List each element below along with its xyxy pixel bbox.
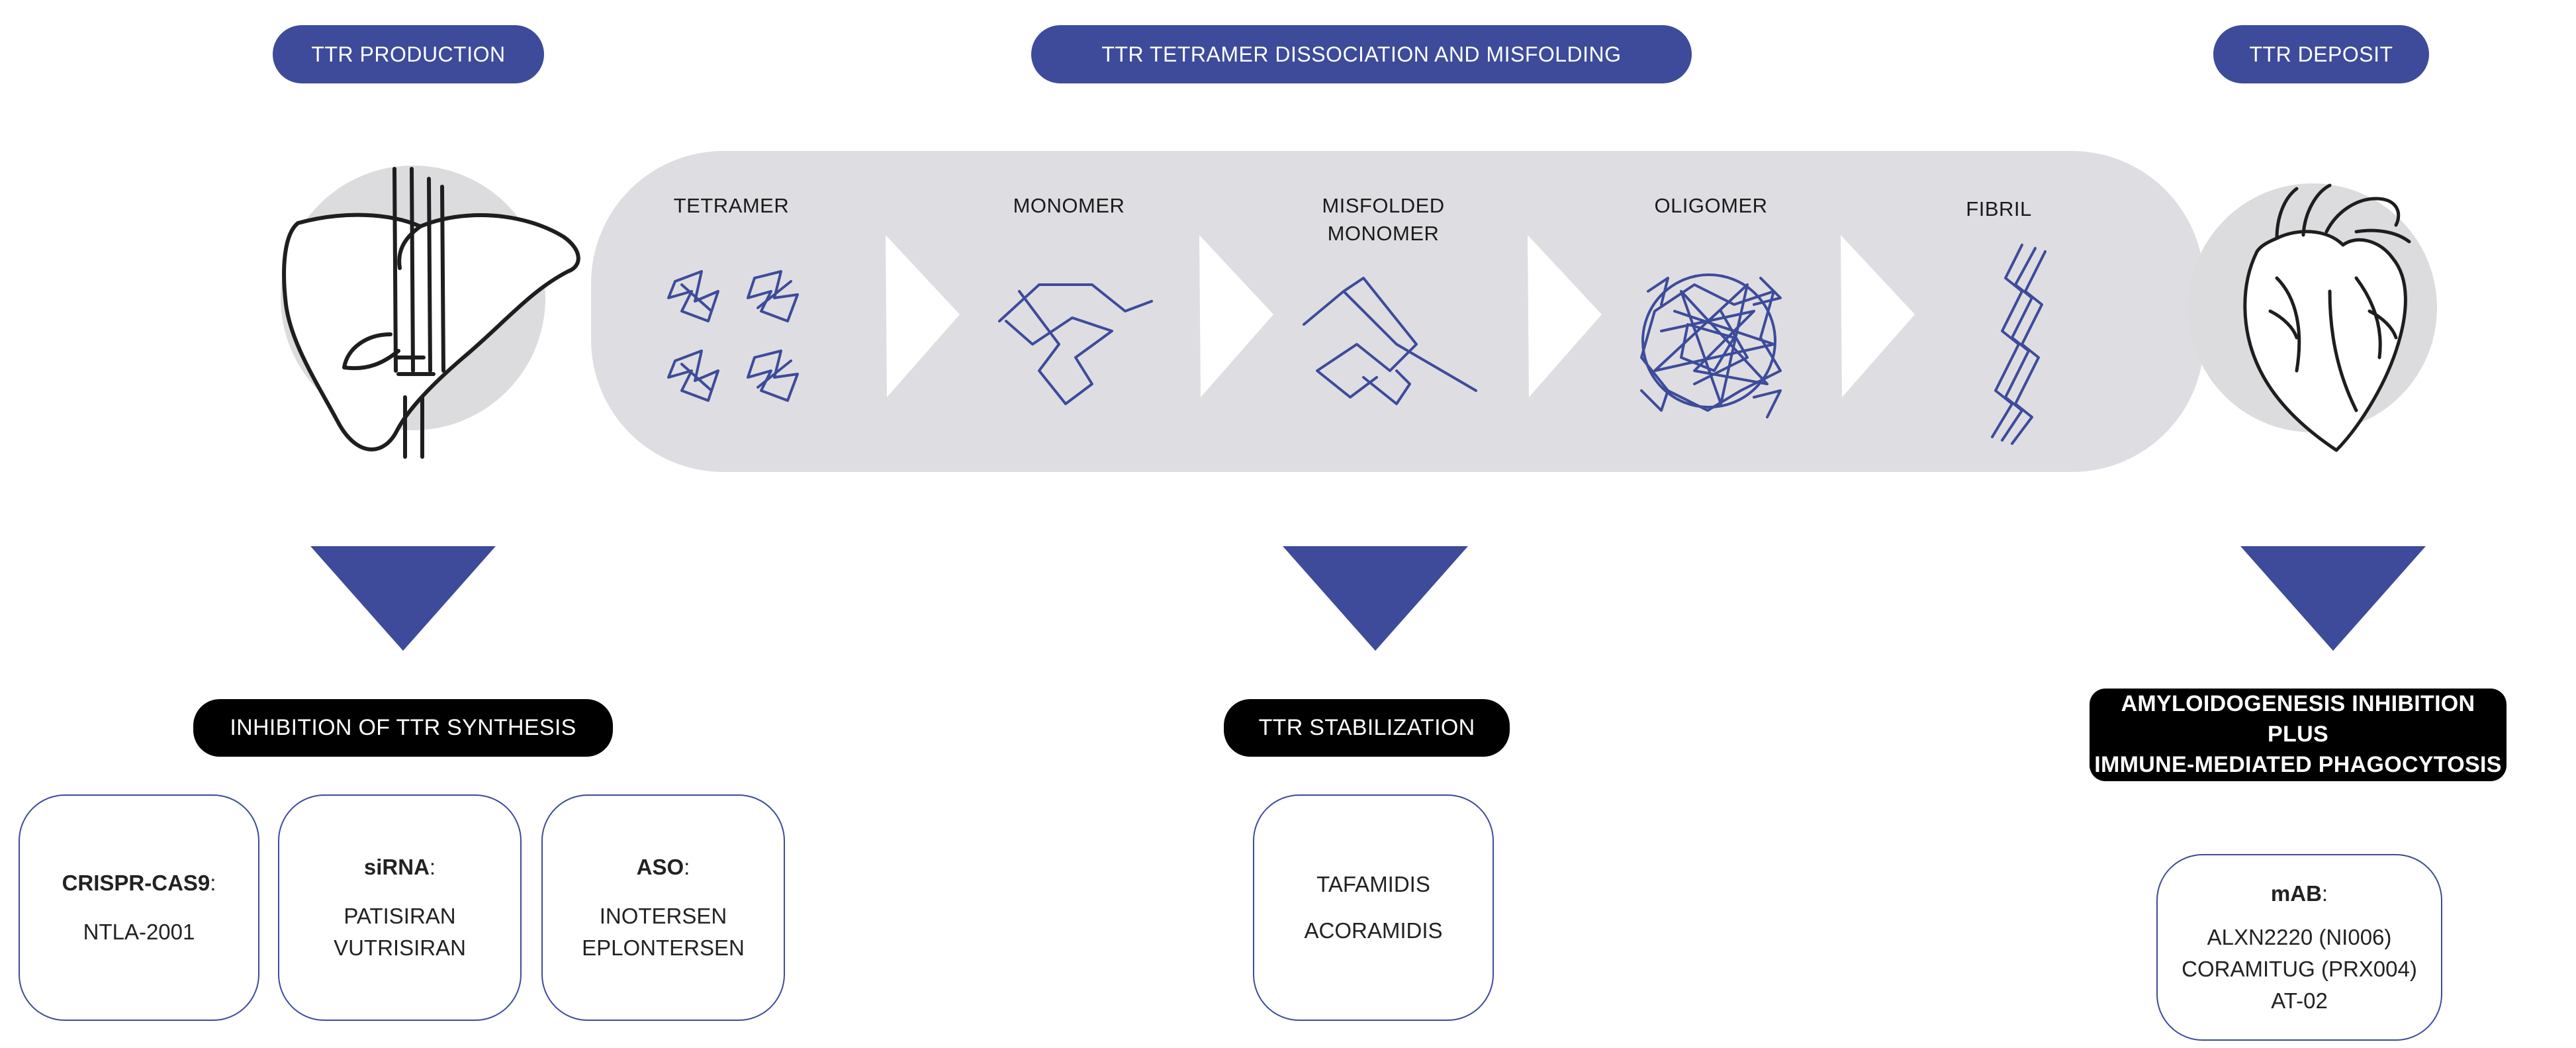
drug-class-mab: mAB: xyxy=(2270,881,2328,906)
stage-label-misfolded-monomer: MISFOLDED MONOMER xyxy=(1322,194,1445,245)
fibril-icon xyxy=(1991,244,2047,445)
drug-alxn2220: ALXN2220 (NI006) xyxy=(2207,925,2392,950)
arrow-misfolded-to-oligomer xyxy=(1528,235,1602,397)
arrow-oligomer-to-fibril xyxy=(1841,235,1915,397)
down-arrow-stabilization xyxy=(1283,546,1468,651)
heart-icon xyxy=(2243,183,2411,452)
misfolded-monomer-icon xyxy=(1303,277,1477,405)
drug-box-mab: mAB: ALXN2220 (NI006) CORAMITUG (PRX004)… xyxy=(2156,854,2442,1041)
header-ttr-deposit: TTR DEPOSIT xyxy=(2213,25,2429,83)
drug-inotersen: INOTERSEN xyxy=(599,904,727,929)
drug-box-crispr: CRISPR-CAS9: NTLA-2001 xyxy=(19,794,259,1021)
mechanism-amyloid-line1: AMYLOIDOGENESIS INHIBITION PLUS xyxy=(2121,691,2475,747)
stage-label-tetramer: TETRAMER xyxy=(673,194,790,217)
liver-icon xyxy=(282,167,580,459)
monomer-icon xyxy=(998,283,1153,405)
mechanism-amyloid-line2: IMMUNE-MEDIATED PHAGOCYTOSIS xyxy=(2094,751,2502,777)
drug-ntla-2001: NTLA-2001 xyxy=(83,920,195,944)
drug-vutrisiran: VUTRISIRAN xyxy=(334,935,466,960)
header-ttr-dissociation: TTR TETRAMER DISSOCIATION AND MISFOLDING xyxy=(1031,25,1692,83)
down-arrow-deposit xyxy=(2240,546,2426,651)
arrow-tetramer-to-monomer xyxy=(886,235,960,397)
mechanism-synthesis-inhibition: INHIBITION OF TTR SYNTHESIS xyxy=(193,699,613,757)
arrow-monomer-to-misfolded xyxy=(1199,235,1273,397)
drug-acoramidis: ACORAMIDIS xyxy=(1304,918,1443,943)
drug-box-sirna: siRNA: PATISIRAN VUTRISIRAN xyxy=(278,794,522,1021)
oligomer-icon xyxy=(1640,273,1782,418)
process-band xyxy=(591,151,2204,472)
drug-tafamidis: TAFAMIDIS xyxy=(1316,872,1430,897)
stage-label-fibril: FIBRIL xyxy=(1966,197,2032,220)
drug-class-sirna: siRNA: xyxy=(363,855,436,880)
drug-box-stabilizers: TAFAMIDIS ACORAMIDIS xyxy=(1253,794,1494,1021)
drug-coramitug: CORAMITUG (PRX004) xyxy=(2182,957,2417,981)
drug-patisiran: PATISIRAN xyxy=(344,904,456,929)
drug-eplontersen: EPLONTERSEN xyxy=(582,935,745,960)
header-ttr-production: TTR PRODUCTION xyxy=(273,25,544,83)
drug-class-crispr: CRISPR-CAS9: xyxy=(62,871,216,896)
stage-label-monomer: MONOMER xyxy=(1013,194,1125,217)
tetramer-icon xyxy=(667,270,799,402)
drug-class-aso: ASO: xyxy=(636,855,690,880)
process-arrows xyxy=(886,235,1915,397)
drug-at-02: AT-02 xyxy=(2271,988,2328,1013)
down-arrow-synthesis xyxy=(310,546,496,651)
drug-box-aso: ASO: INOTERSEN EPLONTERSEN xyxy=(541,794,785,1021)
mechanism-amyloid-inhibition: AMYLOIDOGENESIS INHIBITION PLUS IMMUNE-M… xyxy=(2090,689,2507,781)
mechanism-stabilization: TTR STABILIZATION xyxy=(1224,699,1510,757)
stage-label-oligomer: OLIGOMER xyxy=(1654,194,1768,217)
